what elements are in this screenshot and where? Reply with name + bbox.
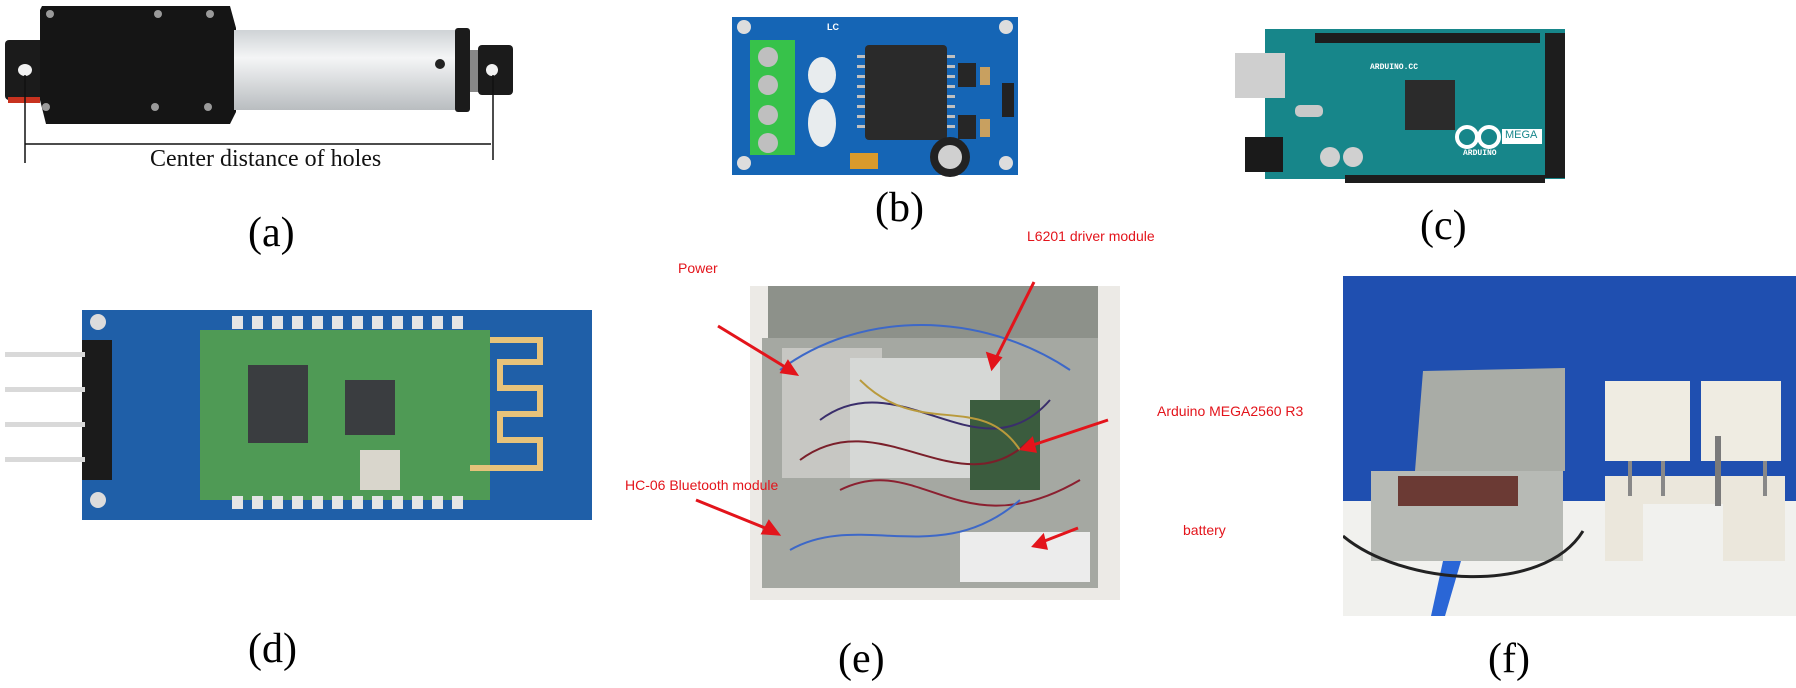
header-pins — [5, 340, 112, 480]
panel-b: LC (b) — [730, 15, 1030, 250]
actuator-motor-housing — [40, 6, 236, 124]
panel-c: ARDUINO.CC ARDUINO MEGA (c) — [1235, 25, 1595, 255]
arrow-power — [717, 324, 791, 372]
arduino-model-label: MEGA — [1505, 129, 1538, 141]
caption-a: (a) — [248, 210, 295, 256]
callout-driver: L6201 driver module — [1027, 228, 1155, 244]
dimension-label: Center distance of holes — [150, 146, 382, 172]
control-box-lid — [1415, 368, 1565, 471]
caption-e: (e) — [838, 636, 885, 682]
driver-board-image — [732, 17, 1018, 177]
arduino-brand-label: ARDUINO — [1463, 149, 1497, 158]
linear-actuator-image — [5, 6, 513, 163]
arduino-mega-image — [1235, 29, 1565, 183]
callout-battery: battery — [1183, 522, 1226, 538]
arrow-arduino — [1029, 418, 1109, 448]
usb-connector — [1235, 53, 1285, 98]
arrow-battery — [1041, 526, 1079, 544]
control-box-photo — [695, 281, 1120, 600]
callout-power: Power — [678, 260, 718, 276]
power-jack — [1245, 137, 1283, 172]
panel-a: Center distance of holes (a) — [0, 0, 620, 260]
actuator-tube — [234, 30, 459, 110]
caption-d: (d) — [248, 626, 297, 672]
board-brand-label: LC — [827, 22, 839, 32]
front-mount-hole — [486, 64, 498, 76]
caption-f: (f) — [1488, 636, 1530, 682]
arduino-infinity-logo — [1455, 125, 1501, 149]
box-lid — [768, 286, 1098, 338]
caption-b: (b) — [875, 185, 924, 231]
rear-mount-hole — [18, 64, 32, 76]
arduino-site-label: ARDUINO.CC — [1370, 63, 1419, 72]
panel-d: (d) — [0, 300, 620, 680]
callout-arduino: Arduino MEGA2560 R3 — [1157, 403, 1304, 419]
l6201-chip — [865, 45, 947, 140]
panel-e: Power L6201 driver module Arduino MEGA25… — [600, 228, 1320, 688]
arrow-bluetooth — [695, 498, 771, 532]
bluetooth-module-image — [5, 310, 592, 520]
callout-bluetooth: HC-06 Bluetooth module — [625, 477, 779, 493]
caption-c: (c) — [1420, 203, 1467, 249]
atmega-chip — [1405, 80, 1455, 130]
robot-right-block — [1701, 381, 1781, 461]
panel-f: (f) — [1343, 276, 1796, 688]
battery-pack — [960, 532, 1090, 582]
pcb-antenna — [470, 337, 543, 471]
arrow-driver — [993, 281, 1036, 361]
bluetooth-chip — [248, 365, 308, 443]
full-setup-photo — [1343, 276, 1796, 616]
robot-left-block — [1605, 381, 1690, 461]
